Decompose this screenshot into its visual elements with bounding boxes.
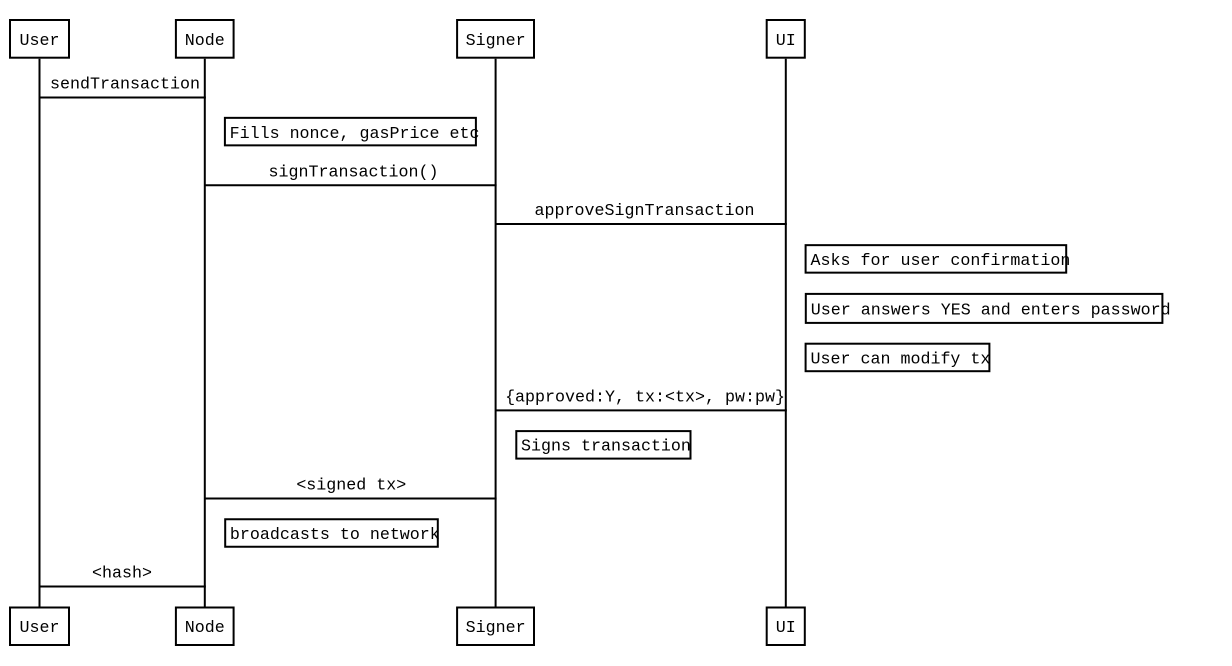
- svg-text:UI: UI: [776, 619, 796, 638]
- svg-text:signTransaction(): signTransaction(): [269, 163, 439, 182]
- svg-text:User: User: [20, 619, 60, 638]
- svg-text:User can modify tx: User can modify tx: [811, 351, 991, 370]
- svg-text:sendTransaction: sendTransaction: [50, 76, 200, 95]
- svg-text:Node: Node: [185, 32, 225, 51]
- svg-text:{approved:Y, tx:<tx>, pw:pw}: {approved:Y, tx:<tx>, pw:pw}: [505, 389, 785, 408]
- svg-text:Signer: Signer: [466, 32, 526, 51]
- svg-text:UI: UI: [776, 32, 796, 51]
- svg-text:broadcasts to network: broadcasts to network: [230, 526, 440, 545]
- svg-text:<hash>: <hash>: [92, 565, 152, 584]
- svg-text:Fills nonce, gasPrice etc: Fills nonce, gasPrice etc: [230, 125, 480, 144]
- svg-text:User: User: [20, 32, 60, 51]
- svg-text:approveSignTransaction: approveSignTransaction: [535, 202, 755, 221]
- svg-text:Asks for user confirmation: Asks for user confirmation: [811, 252, 1071, 271]
- svg-text:Node: Node: [185, 619, 225, 638]
- svg-text:User answers YES and enters pa: User answers YES and enters password: [811, 301, 1171, 320]
- svg-text:Signer: Signer: [466, 619, 526, 638]
- svg-text:<signed tx>: <signed tx>: [296, 477, 406, 496]
- svg-text:Signs transaction: Signs transaction: [521, 437, 691, 456]
